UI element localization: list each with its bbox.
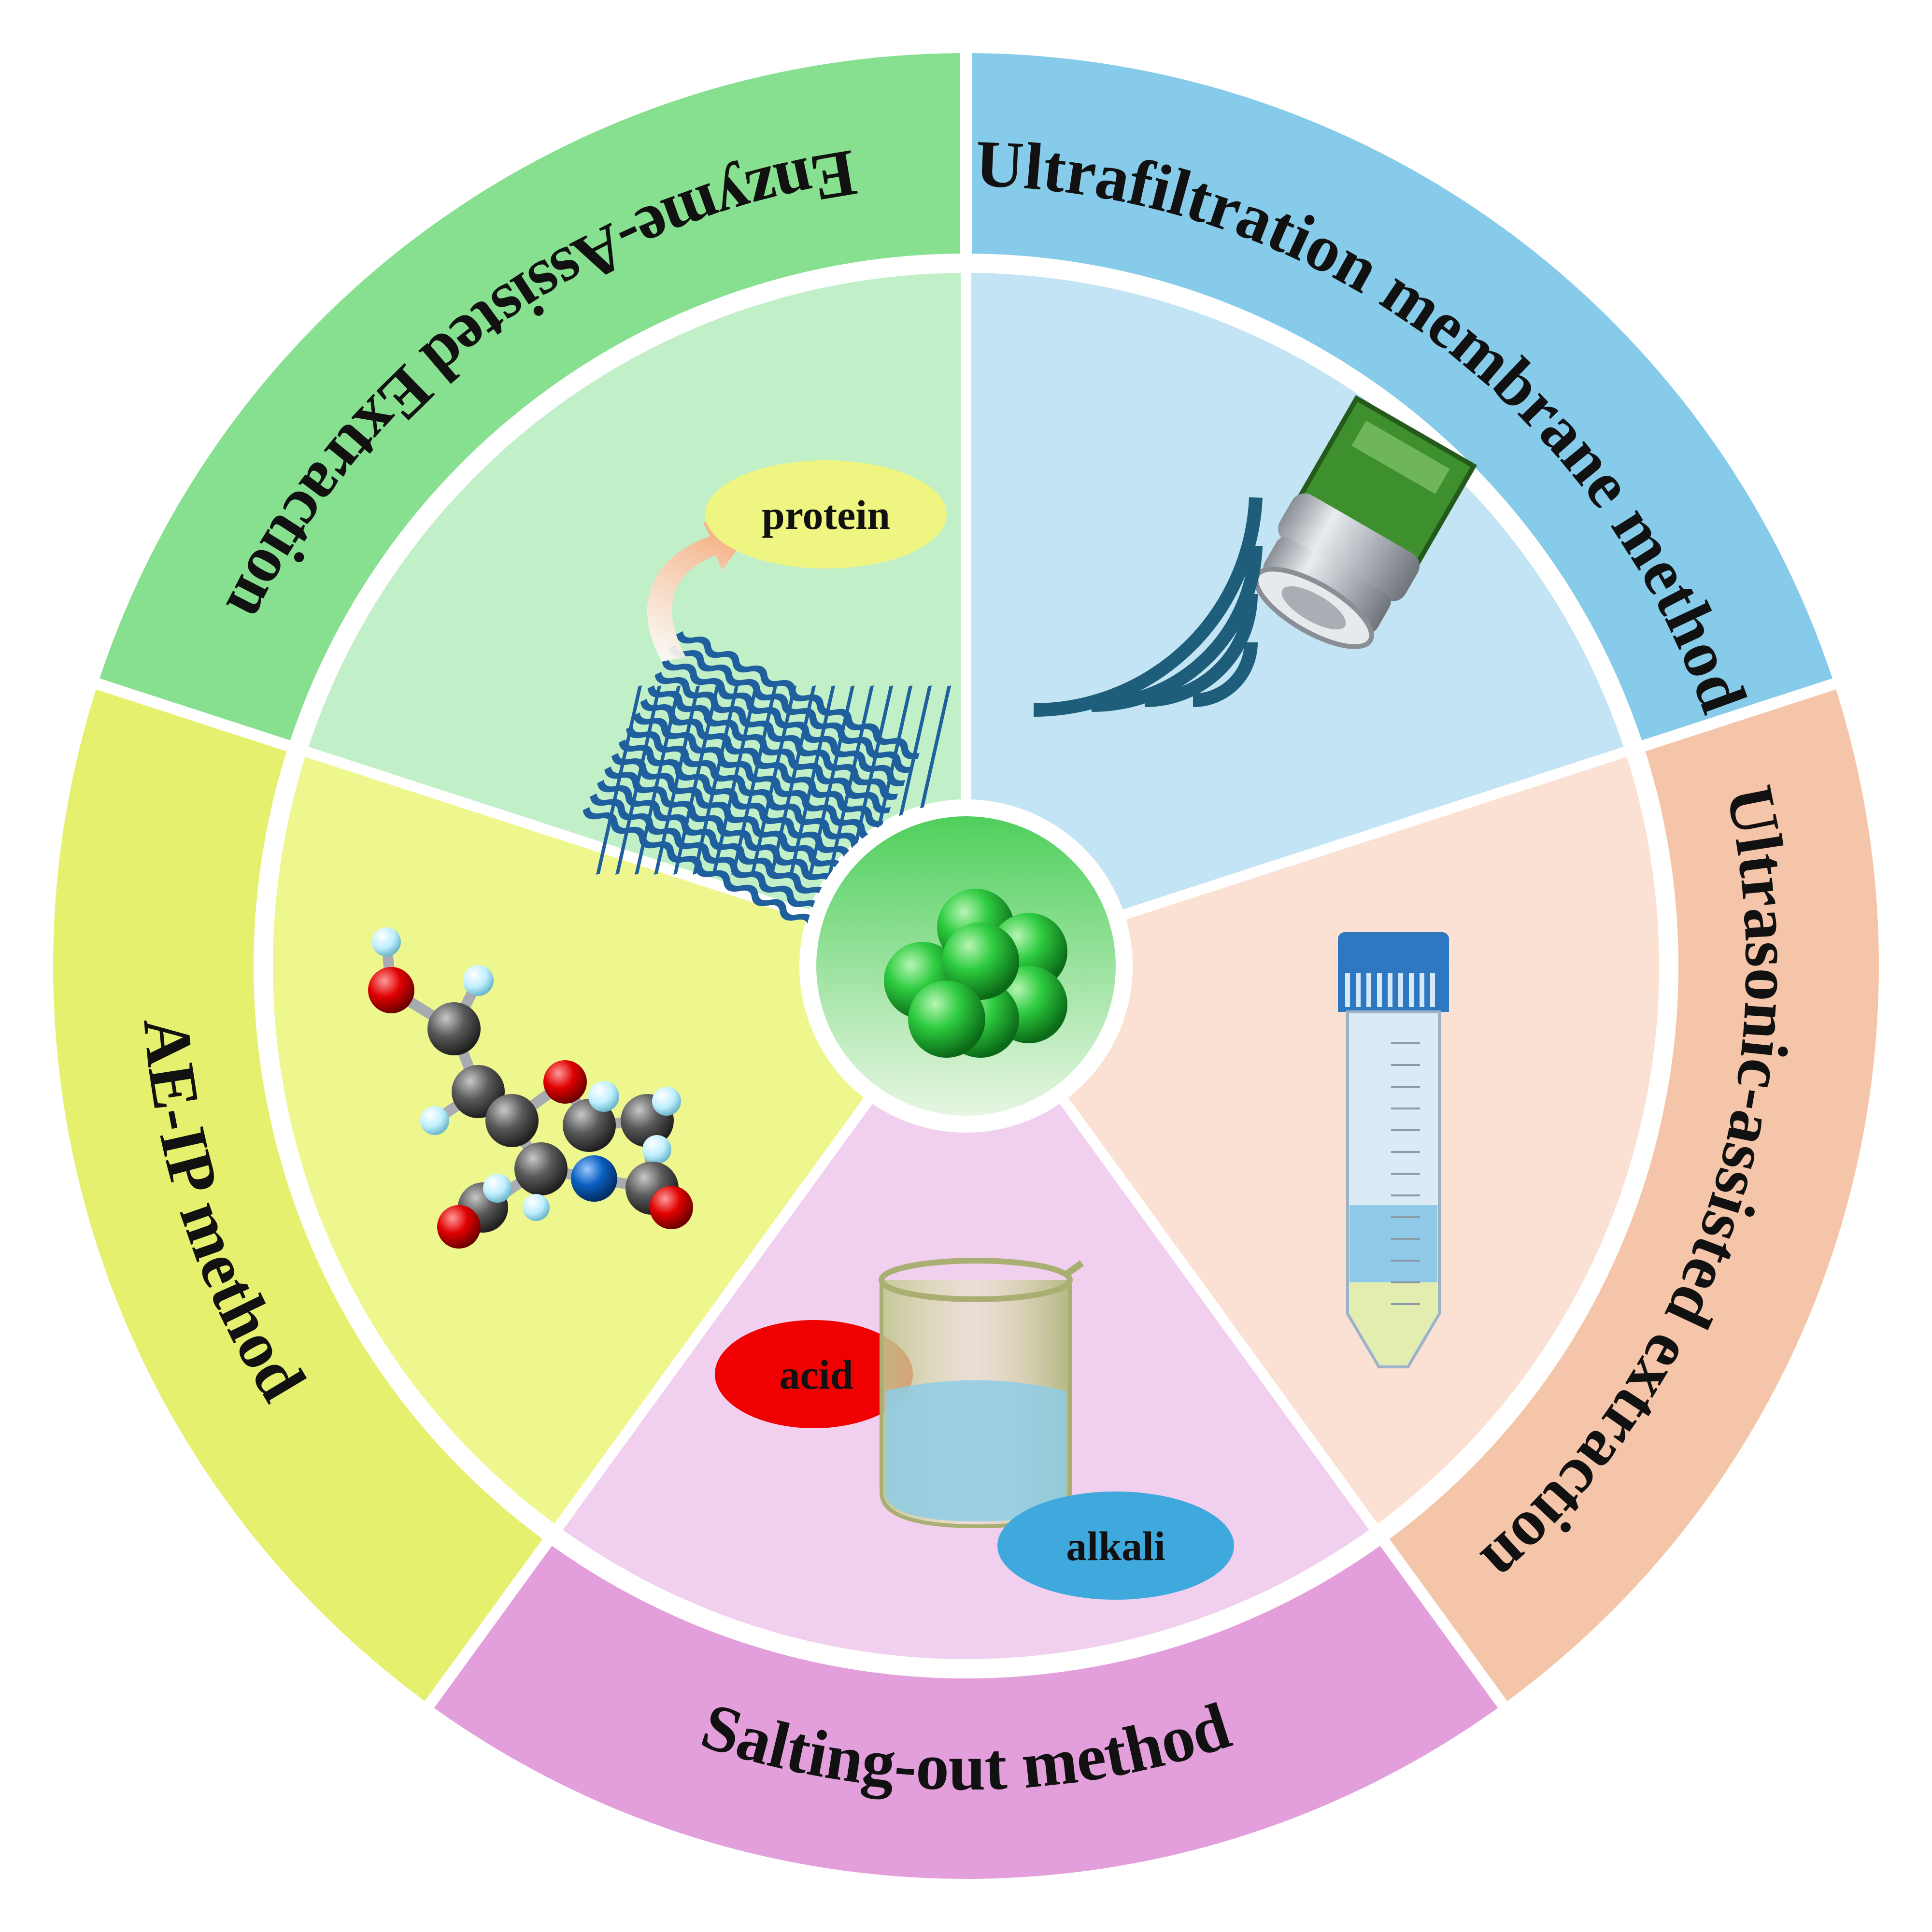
outer-segment-4 [99,53,961,740]
centrifuge-tube-icon [1338,932,1449,1368]
protein-spheres-icon [884,889,1067,1058]
outer-ring [53,53,1879,1879]
alkali-label: alkali [1066,1523,1165,1569]
membrane-icon [582,522,952,935]
alkali-tag [997,1492,1234,1600]
acid-label: acid [780,1351,853,1398]
molecule-icon [368,927,693,1249]
outer-segment-0 [971,53,1833,740]
protein-label: protein [762,492,890,538]
outer-segment-2 [434,1546,1498,1879]
beaker-icon [715,1258,1234,1600]
acid-tag [715,1320,913,1428]
outer-segment-3 [53,689,543,1701]
protein-arrow [647,522,751,662]
ultrasonic-probe-icon [1033,395,1477,717]
outer-segment-1 [1389,689,1879,1701]
protein-tag [705,460,947,568]
